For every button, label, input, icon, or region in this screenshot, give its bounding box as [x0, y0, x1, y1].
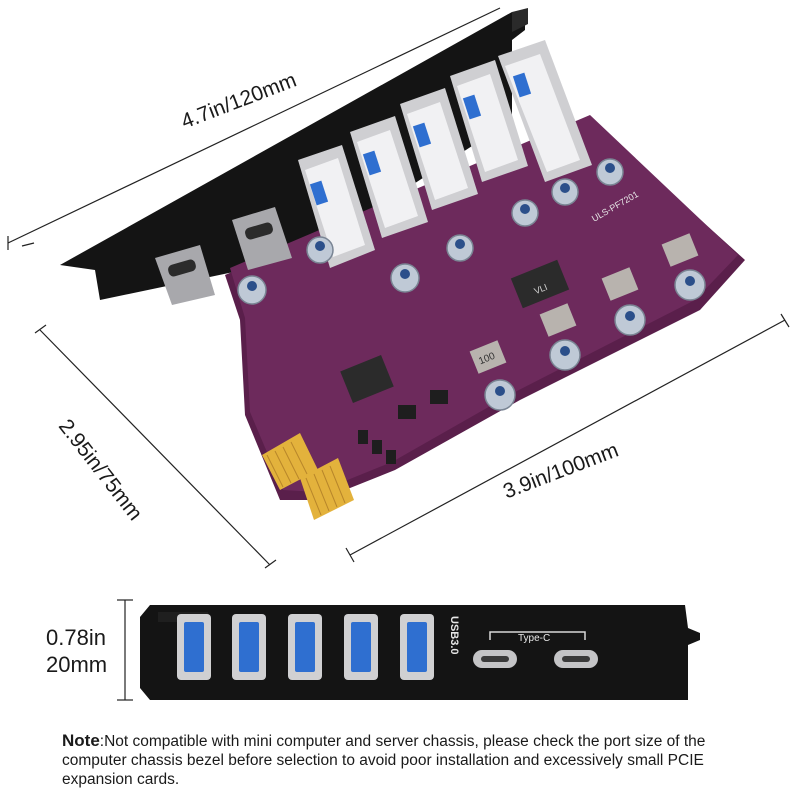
usb-port-3	[400, 88, 478, 210]
front-usb-2	[232, 614, 266, 680]
typec-port-1	[155, 245, 215, 305]
bracket-height-mm: 20mm	[46, 652, 108, 677]
inductor-2	[539, 303, 577, 337]
chip-label: VLI	[533, 282, 549, 296]
usb-ports-stack	[298, 40, 592, 268]
depth-dimension-line	[349, 319, 786, 556]
front-usb-1	[177, 614, 211, 680]
card-bracket	[60, 8, 528, 300]
front-usb-3	[288, 614, 322, 680]
usb-version-label: USB3.0	[448, 616, 460, 655]
note-prefix: Note	[62, 731, 100, 750]
front-usb-ports	[177, 614, 434, 680]
bracket-height-label: 0.78in 20mm	[46, 624, 107, 678]
front-typec-ports	[473, 650, 598, 668]
dimension-lines	[7, 7, 790, 701]
note-text: :Not compatible with mini computer and s…	[62, 733, 706, 788]
chips: VLI 100 ULS-PF7201	[340, 189, 699, 464]
mosfets	[358, 390, 448, 464]
pcie-gold-contacts	[262, 433, 354, 520]
length-dimension-line	[7, 7, 501, 244]
usb-port-1	[298, 145, 375, 268]
typec-label: Type-C	[518, 633, 550, 644]
front-usb-4	[344, 614, 378, 680]
usb-port-5	[498, 40, 592, 182]
typec-ports	[155, 207, 292, 305]
controller-chip	[340, 354, 394, 404]
capacitors	[237, 158, 706, 411]
typec-bracket-line	[489, 631, 586, 640]
bracket-front-view: USB3.0 Type-C	[140, 605, 700, 700]
main-chip	[510, 259, 570, 309]
typec-port-2	[232, 207, 292, 270]
usb-port-4	[450, 60, 528, 182]
compatibility-note: Note:Not compatible with mini computer a…	[62, 731, 752, 789]
front-usb-5	[400, 614, 434, 680]
inductor-3	[601, 267, 639, 301]
inductor-4	[661, 233, 699, 267]
height-dimension-line	[39, 329, 271, 566]
usb-port-2	[350, 116, 428, 238]
inductor-1	[469, 340, 507, 374]
bracket-height-in: 0.78in	[46, 625, 106, 650]
